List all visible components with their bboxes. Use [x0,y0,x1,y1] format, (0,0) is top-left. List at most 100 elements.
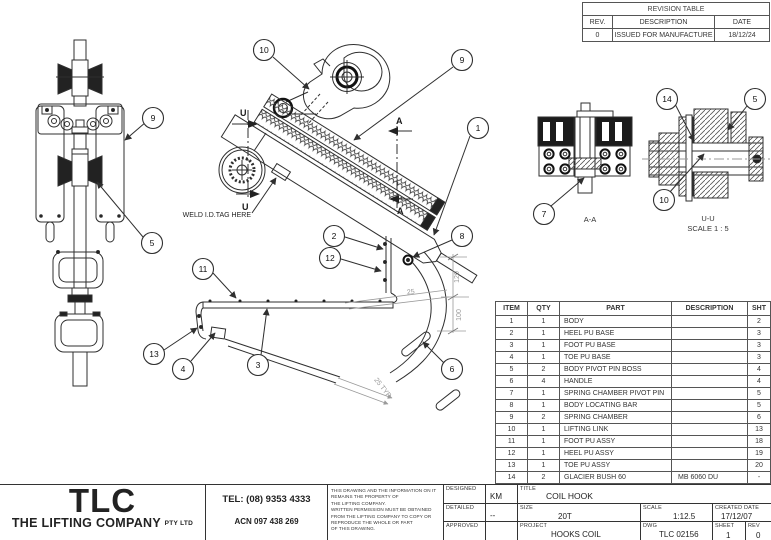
table-cell: 1 [527,435,560,448]
table-cell: 3 [747,339,771,352]
detailed-value-cell: -- [485,503,517,521]
balloon: 5 [140,231,164,255]
section-marks [232,110,413,212]
dimension-lines [333,253,469,405]
drawing-title: COIL HOOK [546,491,593,501]
approved-cell: APPROVED [443,521,485,540]
scale-label: SCALE [643,505,663,511]
table-cell: 1 [527,315,560,328]
balloon: 9 [450,48,474,72]
svg-text:2: 2 [332,231,337,241]
company-suffix: PTY LTD [164,520,194,527]
table-cell: 1 [527,447,560,460]
table-cell [671,339,748,352]
dim-100: 100 [456,309,463,321]
svg-text:9: 9 [151,113,156,123]
table-cell: 6 [747,411,771,424]
table-cell: 18/12/24 [714,28,770,42]
table-row: REVISION TABLE [582,2,770,16]
section-u-top-label: U [240,108,247,118]
disclaimer-line: WRITTEN PERMISSION MUST BE OBTAINED [331,507,432,513]
svg-text:10: 10 [659,195,669,205]
disclaimer-line: FROM THE LIFTING COMPANY TO COPY OR [331,513,432,519]
table-row: REV. DESCRIPTION DATE [582,15,770,29]
table-cell: ISSUED FOR MANUFACTURE [612,28,715,42]
table-cell: 3 [747,327,771,340]
svg-text:14: 14 [662,94,672,104]
svg-text:6: 6 [450,364,455,374]
balloon: 14 [655,87,679,111]
table-cell: 20 [747,459,771,472]
table-cell: 13 [495,459,528,472]
table-cell: 1 [527,423,560,436]
project-label: PROJECT [520,523,548,529]
company-name: THE LIFTING COMPANY PTY LTD [11,516,194,530]
table-cell: 1 [527,399,560,412]
balloon: 13 [142,342,166,366]
svg-text:5: 5 [150,238,155,248]
table-cell: 3 [495,339,528,352]
table-cell [671,363,748,376]
table-cell: FOOT PU ASSY [559,435,672,448]
project-value: HOOKS COIL [551,530,601,539]
table-cell: 2 [527,471,560,484]
balloon-leaders [96,56,748,364]
table-cell: SPRING CHAMBER [559,411,672,424]
section-a-top-label: A [396,116,403,126]
table-cell: 0 [582,28,613,42]
table-cell: 12 [495,447,528,460]
detail-uu-scale: SCALE 1 : 5 [687,224,728,233]
column-header: PART [559,301,672,316]
table-cell [671,387,748,400]
svg-text:13: 13 [149,349,159,359]
scale-cell: SCALE 1:12.5 [640,503,712,521]
table-cell [671,423,748,436]
balloon: 6 [440,357,464,381]
table-cell [671,315,748,328]
table-cell: HEEL PU BASE [559,327,672,340]
designed-value-cell: KM [485,485,517,503]
svg-text:1: 1 [476,123,481,133]
table-cell: 4 [527,375,560,388]
table-cell: 1 [527,387,560,400]
table-cell [671,435,748,448]
designed-label: DESIGNED [446,486,477,492]
table-cell [671,375,748,388]
table-cell: BODY [559,315,672,328]
size-cell: SIZE 20T [517,503,640,521]
table-cell [671,351,748,364]
scale-value: 1:12.5 [673,512,696,521]
main-view [195,44,478,411]
table-cell: 5 [747,387,771,400]
rev-label: REV [748,523,760,529]
created-date-cell: CREATED DATE 17/12/07 [712,503,771,521]
balloon: 11 [191,257,215,281]
balloon: 2 [322,224,346,248]
balloon: 7 [532,202,556,226]
table-cell: BODY LOCATING BAR [559,399,672,412]
balloon: 4 [171,357,195,381]
dim-25typ: 25 TYP [372,377,392,400]
table-cell [671,327,748,340]
rev-number: 0 [756,531,761,540]
table-cell: LIFTING LINK [559,423,672,436]
table-cell: GLACIER BUSH 60 [559,471,672,484]
detailed-value: -- [490,511,496,520]
table-cell: 4 [747,363,771,376]
table-cell: HANDLE [559,375,672,388]
dwg-cell: DWG TLC 02156 [640,521,712,540]
balloon: 1 [466,116,490,140]
dwg-label: DWG [643,523,658,529]
table-cell: 4 [747,375,771,388]
company-logo: TLC [68,482,137,519]
